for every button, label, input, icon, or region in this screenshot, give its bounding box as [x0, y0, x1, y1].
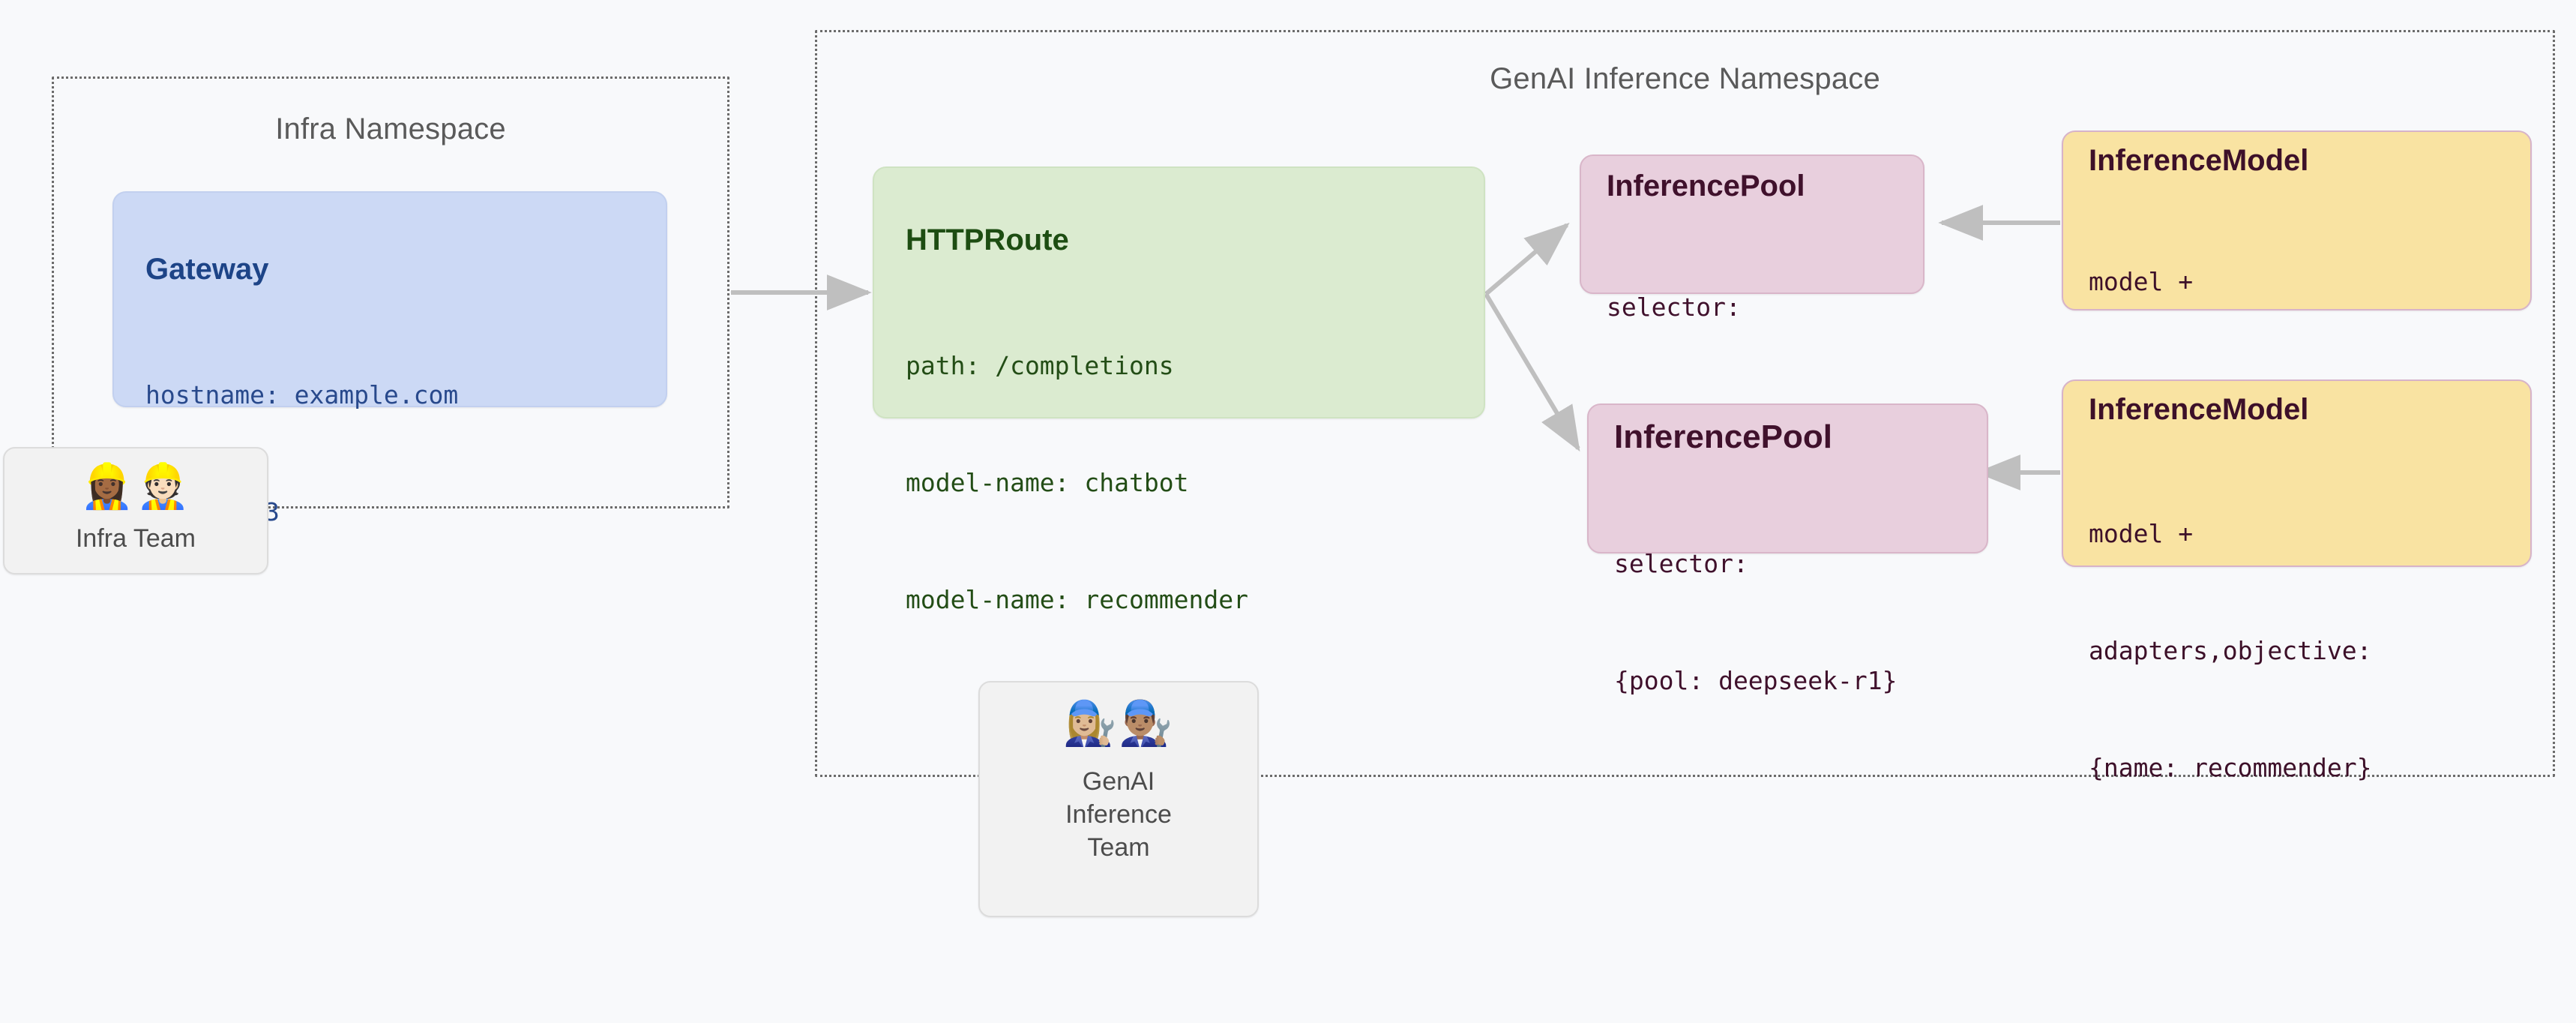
- node-inferencepool-gemma3[interactable]: InferencePool selector: {pool: gemma3}: [1580, 154, 1925, 439]
- node-inferencemodel-chatbot-kind: InferenceModel: [2089, 144, 2309, 177]
- node-httproute-body: path: /completions model-name: chatbot m…: [906, 268, 1248, 698]
- node-inferencepool-deepseek-r1-body: selector: {pool: deepseek-r1}: [1614, 466, 1898, 778]
- node-inferencemodel-recommender-body: model + adapters,objective: {name: recom…: [2089, 436, 2372, 866]
- team-card-genai-label: GenAI Inference Team: [1065, 767, 1172, 862]
- team-card-genai[interactable]: 👩🏼‍🔧👨🏽‍🔧 GenAI Inference Team: [978, 681, 1259, 917]
- node-httproute-line-1: model-name: chatbot: [906, 468, 1189, 497]
- node-httproute-line-0: path: /completions: [906, 351, 1174, 380]
- node-inferencepool-deepseek-r1-line-1: {pool: deepseek-r1}: [1614, 666, 1898, 695]
- node-inferencemodel-chatbot[interactable]: InferenceModel model + adapters,objectiv…: [2062, 130, 2532, 530]
- team-card-infra[interactable]: 👷🏾‍♀️👷🏻 Infra Team: [3, 447, 268, 574]
- node-gateway-line-0: hostname: example.com: [145, 380, 459, 410]
- node-inferencemodel-recommender-line-2: {name: recommender}: [2089, 753, 2372, 782]
- namespace-title-infra: Infra Namespace: [275, 112, 506, 146]
- team-card-infra-label: Infra Team: [75, 524, 196, 553]
- node-inferencemodel-recommender-line-1: adapters,objective:: [2089, 636, 2372, 665]
- construction-workers-emoji: 👷🏾‍♀️👷🏻: [79, 462, 192, 511]
- namespace-title-genai: GenAI Inference Namespace: [1490, 62, 1880, 95]
- mechanics-emoji: 👩🏼‍🔧👨🏽‍🔧: [1062, 699, 1175, 748]
- node-inferencepool-deepseek-r1-kind: InferencePool: [1614, 418, 1832, 455]
- node-gateway[interactable]: Gateway hostname: example.com port: 443: [112, 191, 667, 526]
- node-httproute-kind: HTTPRoute: [906, 224, 1069, 256]
- node-inferencepool-deepseek-r1[interactable]: InferencePool selector: {pool: deepseek-…: [1587, 404, 1988, 695]
- node-inferencemodel-chatbot-line-0: model +: [2089, 267, 2194, 296]
- node-inferencepool-gemma3-line-0: selector:: [1607, 292, 1741, 322]
- node-gateway-kind: Gateway: [145, 253, 269, 286]
- namespace-box-genai: [815, 30, 2555, 777]
- node-inferencepool-deepseek-r1-line-0: selector:: [1614, 549, 1748, 578]
- node-httproute-line-2: model-name: recommender: [906, 585, 1248, 614]
- node-inferencemodel-recommender-line-0: model +: [2089, 519, 2194, 548]
- node-inferencepool-gemma3-kind: InferencePool: [1607, 170, 1805, 202]
- node-inferencemodel-recommender-kind: InferenceModel: [2089, 393, 2309, 426]
- node-inferencemodel-recommender[interactable]: InferenceModel model + adapters,objectiv…: [2062, 380, 2532, 782]
- namespace-box-infra: [52, 76, 729, 508]
- node-httproute[interactable]: HTTPRoute path: /completions model-name:…: [873, 166, 1485, 614]
